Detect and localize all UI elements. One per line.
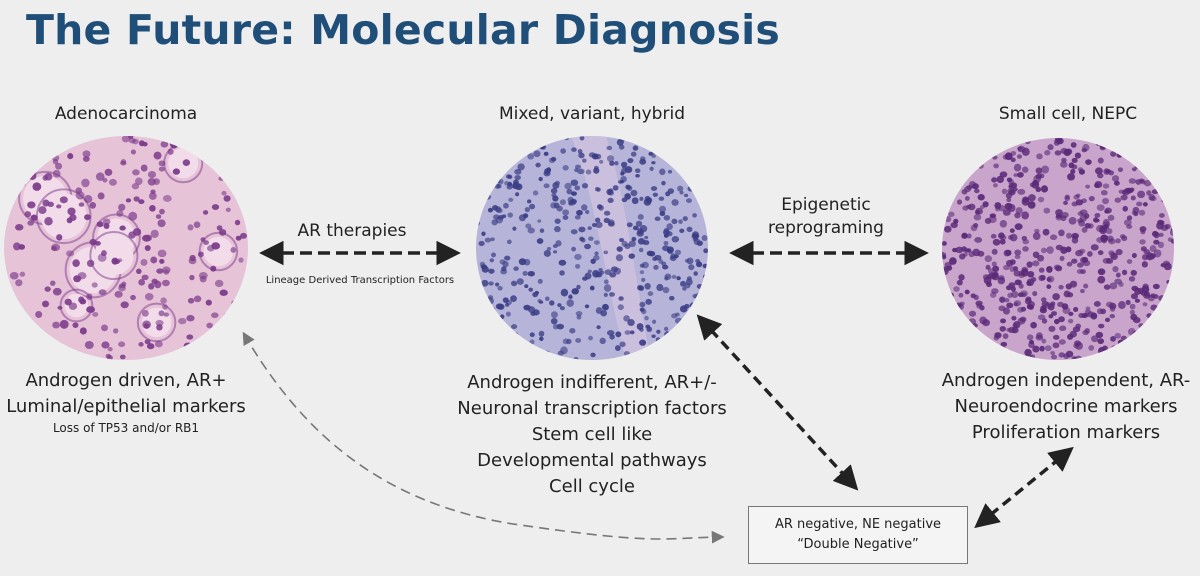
ar-therapies-label: AR therapies — [297, 221, 407, 241]
adeno-to-double-negative-arrow — [242, 331, 725, 544]
adenocarcinoma-description: Androgen driven, AR+ Luminal/epithelial … — [6, 368, 246, 436]
small-cell-description: Androgen independent, AR- Neuroendocrine… — [942, 368, 1191, 446]
epigenetic-label-line2: reprograming — [768, 218, 884, 238]
epigenetic-label-line1: Epigenetic — [781, 195, 871, 215]
epigenetic-label: Epigenetic reprograming — [768, 194, 884, 240]
adeno-line-2: Luminal/epithelial markers — [6, 396, 246, 417]
double-negative-line2: “Double Negative” — [797, 537, 919, 552]
mixed-line-3: Stem cell like — [531, 424, 653, 445]
mixed-line-1: Androgen indifferent, AR+/- — [467, 372, 717, 393]
heading-small-cell: Small cell, NEPC — [998, 104, 1138, 124]
mixed-line-4: Developmental pathways — [477, 450, 707, 471]
adeno-line-1: Androgen driven, AR+ — [25, 370, 227, 391]
mixed-description: Androgen indifferent, AR+/- Neuronal tra… — [457, 370, 726, 500]
small-cell-line-3: Proliferation markers — [971, 422, 1161, 443]
small-cell-line-2: Neuroendocrine markers — [954, 396, 1178, 417]
double-negative-line1: AR negative, NE negative — [774, 517, 942, 532]
adenocarcinoma-histology-image — [4, 136, 248, 360]
slide-title: The Future: Molecular Diagnosis — [26, 6, 780, 54]
heading-adenocarcinoma: Adenocarcinoma — [54, 104, 198, 124]
adeno-note: Loss of TP53 and/or RB1 — [52, 421, 200, 435]
small-cell-to-double-negative-arrow — [974, 446, 1074, 529]
heading-mixed-variant: Mixed, variant, hybrid — [499, 104, 685, 124]
mixed-line-2: Neuronal transcription factors — [457, 398, 727, 419]
mixed-line-5: Cell cycle — [549, 476, 635, 497]
lineage-factors-label: Lineage Derived Transcription Factors — [265, 275, 455, 286]
double-negative-box: AR negative, NE negative “Double Negativ… — [748, 506, 968, 564]
small-cell-line-1: Androgen independent, AR- — [941, 370, 1191, 391]
mixed-to-double-negative-arrow — [696, 314, 859, 491]
adenocarcinoma-tissue-svg — [4, 136, 248, 360]
